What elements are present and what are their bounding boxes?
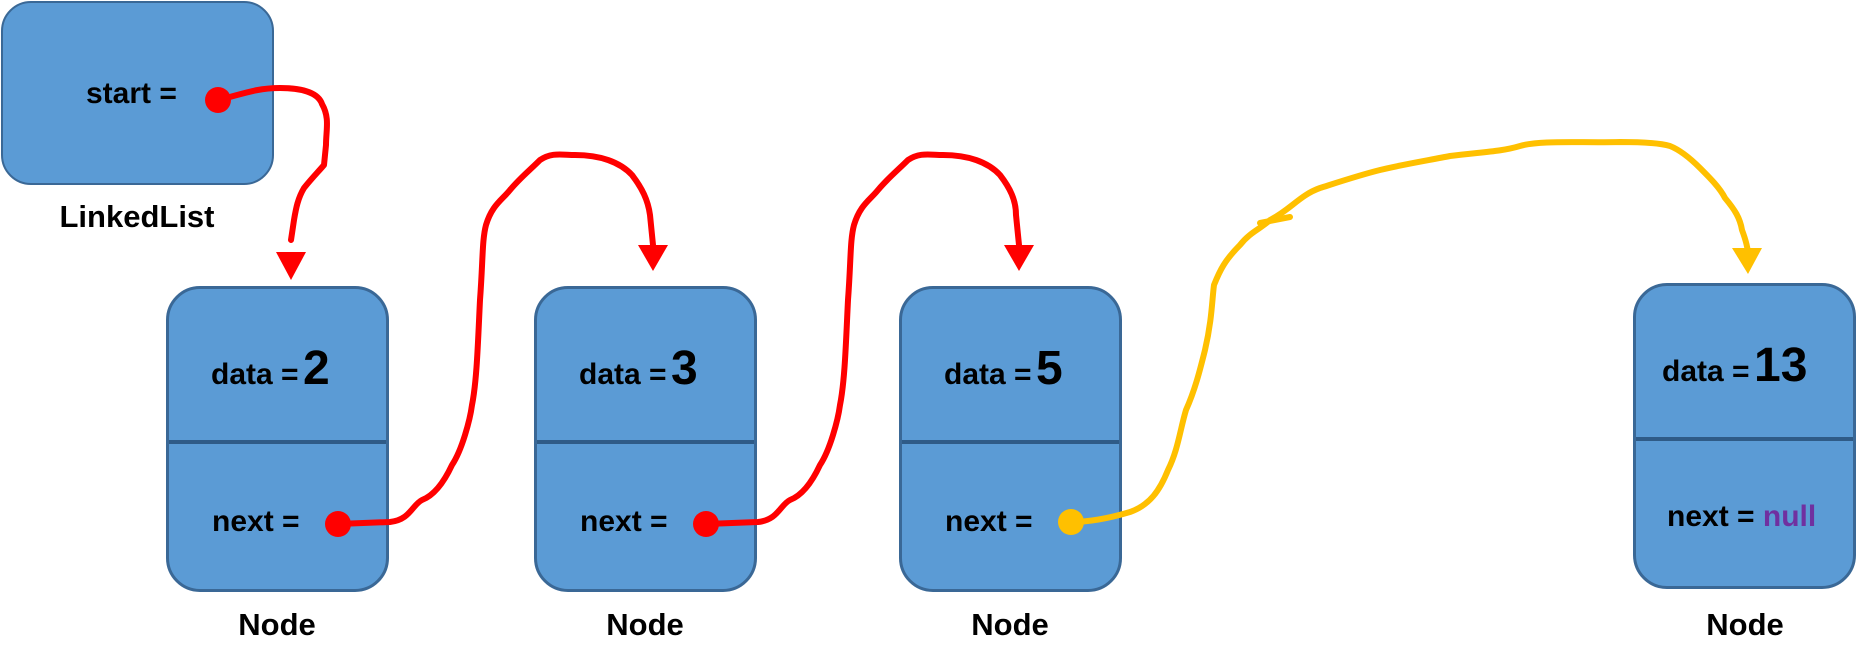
pointer-node-2-to-node-3 [703,151,1022,527]
node-1-data-row: data = 2 [211,341,330,396]
node-3-data-label: data = [944,358,1032,391]
node-3-divider [902,440,1119,444]
node-3-next-pointer-dot [1058,509,1084,535]
pointer-start-to-node-1 [215,85,330,243]
node-4-data-value: 13 [1754,339,1808,392]
node-1-divider [169,440,386,444]
node-3-next-label: next = [945,505,1033,538]
node-1-data-value: 2 [303,342,330,395]
node-4-divider [1636,437,1853,441]
node-1-next-pointer-dot [325,511,351,537]
pointer-node-3-to-node-4 [1068,139,1751,525]
node-2-next-label: next = [580,505,668,538]
node-2-data-value: 3 [671,342,698,395]
node-4-next-value: null [1762,500,1817,533]
node-2-divider [537,440,754,444]
node-4-data-label: data = [1662,355,1750,388]
node-1-caption: Node [238,607,316,642]
start-pointer-dot [205,87,231,113]
node-4-caption: Node [1706,607,1784,642]
node-2: data = 3 next = [534,286,757,592]
pointer-node-1-to-node-2 [335,151,656,527]
node-1-next-label: next = [212,505,300,538]
arrowhead-node-2 [638,245,668,271]
node-4-next-label: next = [1667,500,1755,533]
node-3-caption: Node [971,607,1049,642]
pointer-node-3-to-node-4-tail [1257,214,1293,226]
node-4-next-row: next = null [1667,500,1816,534]
arrowhead-node-4 [1732,248,1762,274]
node-2-data-row: data = 3 [579,341,698,396]
node-4: data = 13 next = null [1633,283,1856,589]
arrowhead-node-3 [1004,245,1034,271]
start-label: start = [86,77,177,110]
arrowhead-node-1 [276,252,306,280]
node-2-data-label: data = [579,358,667,391]
linkedlist-caption: LinkedList [59,199,215,234]
node-1: data = 2 next = [166,286,389,592]
node-2-caption: Node [606,607,684,642]
node-3-data-row: data = 5 [944,341,1063,396]
node-1-data-label: data = [211,358,299,391]
node-4-data-row: data = 13 [1662,338,1807,393]
node-3: data = 5 next = [899,286,1122,592]
node-3-data-value: 5 [1036,342,1063,395]
node-2-next-pointer-dot [693,511,719,537]
